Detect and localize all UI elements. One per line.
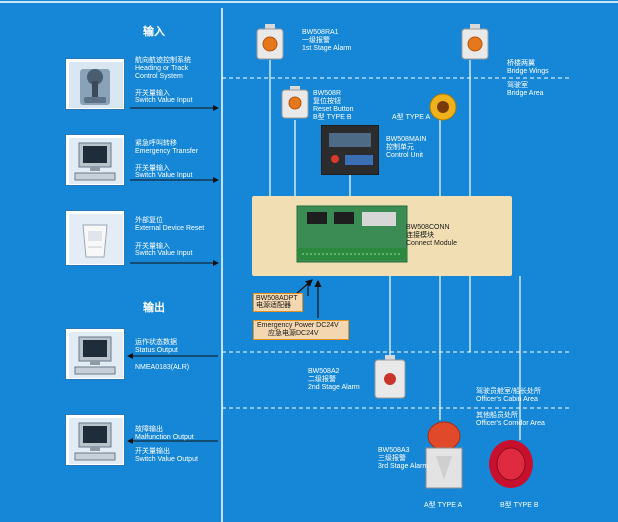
output-device-card (65, 328, 125, 380)
control-unit-icon (321, 125, 379, 175)
main-en: Control Unit (386, 152, 423, 159)
output-device-card (65, 414, 125, 466)
connect-module-panel (252, 196, 512, 276)
output-1-extra: NMEA0183(ALR) (135, 364, 190, 371)
input-device-card (65, 134, 125, 186)
alarm-unit-icon (255, 24, 285, 60)
input-3-sw-cn: 开关量输入 (135, 243, 170, 250)
power-cn: 应急电源DC24V (268, 330, 319, 337)
bridge-area-en: Bridge Area (507, 90, 544, 97)
reset-button-icon (280, 86, 310, 120)
input-2-cn: 紧急呼叫转移 (135, 140, 177, 147)
siren-lamp-icon (420, 420, 468, 492)
output-2-sw-en: Switch Value Output (135, 456, 198, 463)
conn-model: BW508CONN (406, 224, 450, 231)
input-1-sw-cn: 开关量输入 (135, 90, 170, 97)
output-2-sw-cn: 开关量输出 (135, 448, 170, 455)
output-heading: 输出 (143, 302, 165, 314)
computer-icon (69, 418, 123, 464)
sensor-icon (69, 214, 123, 264)
a3-cn: 三级报警 (378, 455, 406, 462)
input-3-sw-en: Switch Value Input (135, 250, 193, 257)
ra1-en: 1st Stage Alarm (302, 45, 352, 52)
cabin-en: Officer's Cabin Area (476, 396, 538, 403)
power-en: Emergency Power DC24V (257, 322, 339, 329)
emergency-power-box: Emergency Power DC24V 应急电源DC24V (253, 320, 349, 340)
output-2-en1: Malfunction Output (135, 434, 194, 441)
input-device-card (65, 58, 125, 110)
reset-type-b: B型 TYPE B (313, 114, 352, 121)
computer-icon (69, 138, 123, 184)
reset-type-a: A型 TYPE A (392, 114, 431, 121)
bridge-wings-cn: 桥楼两翼 (507, 60, 535, 67)
joystick-icon (69, 62, 123, 108)
a3-type-a: A型 TYPE A (424, 502, 463, 509)
reset-cn: 复位按钮 (313, 98, 341, 105)
alarm-unit-icon (373, 355, 407, 401)
main-cn: 控制单元 (386, 144, 414, 151)
mushroom-button-icon (428, 92, 458, 122)
a3-model: BW508A3 (378, 447, 410, 454)
a3-type-b: B型 TYPE B (500, 502, 539, 509)
output-2-cn: 故障输出 (135, 426, 163, 433)
cabin-cn: 驾驶员舱室/船长处所 (476, 388, 541, 395)
output-1-cn: 运作状态数据 (135, 339, 177, 346)
a3-en: 3rd Stage Alarm (378, 463, 429, 470)
input-1-sw-en: Switch Value Input (135, 97, 193, 104)
adpt-model: BW508ADPT (256, 295, 298, 302)
reset-model: BW508R (313, 90, 342, 97)
computer-icon (69, 332, 123, 378)
circuit-board-icon (296, 205, 408, 263)
input-2-en1: Emergency Transfer (135, 148, 199, 155)
ra1-cn: 一级报警 (302, 37, 330, 44)
bridge-wings-en: Bridge Wings (507, 68, 549, 75)
adapter-box: BW508ADPT 电源适配器 (253, 293, 303, 312)
alarm-unit-icon (460, 24, 490, 60)
a2-en: 2nd Stage Alarm (308, 384, 360, 391)
corridor-en: Officer's Corridor Area (476, 420, 545, 427)
conn-en: Connect Module (406, 240, 457, 247)
main-model: BW508MAIN (386, 136, 427, 143)
input-2-sw-cn: 开关量输入 (135, 165, 170, 172)
conn-cn: 连接模块 (406, 232, 434, 239)
reset-en: Reset Button (313, 106, 354, 113)
a2-cn: 二级报警 (308, 376, 336, 383)
input-device-card (65, 210, 125, 266)
adpt-cn: 电源适配器 (256, 302, 291, 309)
input-1-cn: 航向航迹控制系统 (135, 57, 191, 64)
input-heading: 输入 (143, 26, 165, 38)
input-1-en1: Heading or Track (135, 65, 189, 72)
input-3-en1: External Device Reset (135, 225, 205, 232)
input-2-sw-en: Switch Value Input (135, 172, 193, 179)
ra1-model: BW508RA1 (302, 29, 339, 36)
input-3-cn: 外部复位 (135, 217, 163, 224)
corridor-cn: 其他船员处所 (476, 412, 518, 419)
strobe-beacon-icon (485, 434, 537, 494)
input-1-en2: Control System (135, 73, 183, 80)
a2-model: BW508A2 (308, 368, 340, 375)
output-1-en1: Status Output (135, 347, 178, 354)
bridge-area-cn: 驾驶室 (507, 82, 528, 89)
